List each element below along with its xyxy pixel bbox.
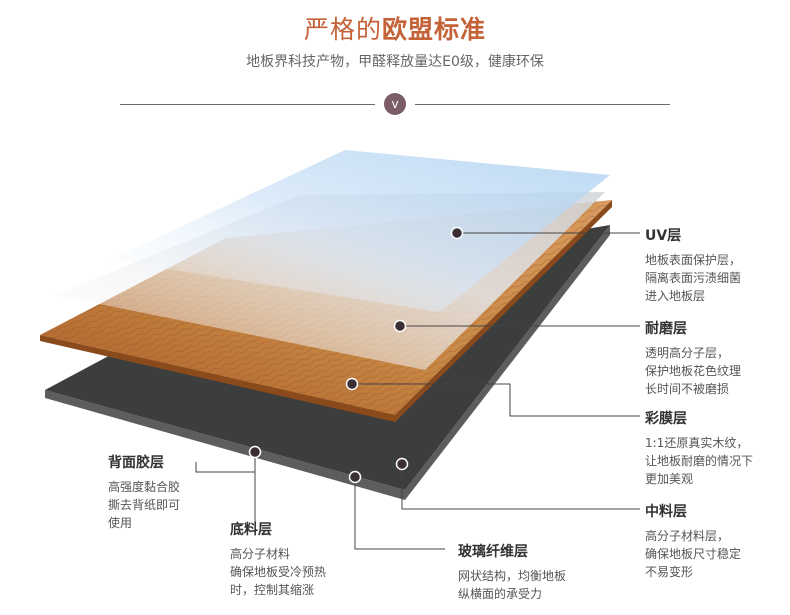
uv-layer: [110, 150, 610, 312]
layer-desc-line: 不易变形: [645, 565, 694, 579]
marker-base: [248, 445, 262, 459]
layer-title: 中料层: [645, 504, 687, 520]
layer-desc-line: 高分子材料层，: [645, 529, 730, 543]
layer-desc-line: 隔离表面污渍细菌: [645, 271, 742, 285]
core-layer-side: [45, 225, 610, 500]
layer-desc-line: 高强度黏合胶: [108, 480, 181, 494]
layer-label-core: 中料层 高分子材料层， 确保地板尺寸稳定 不易变形: [645, 501, 741, 581]
layer-desc-line: 撕去背纸即可: [108, 498, 181, 512]
leader-film: [352, 383, 640, 417]
layer-desc-line: 网状结构，均衡地板: [458, 569, 567, 583]
layer-desc-line: 让地板耐磨的情况下: [645, 454, 754, 468]
layer-desc-line: 高分子材料: [230, 547, 291, 561]
marker-wear: [393, 319, 407, 333]
layer-label-film: 彩膜层 1:1还原真实木纹， 让地板耐磨的情况下 更加美观: [645, 408, 753, 488]
leader-lines: [195, 232, 640, 550]
layer-desc-line: 透明高分子层，: [645, 346, 730, 360]
divider-right: [415, 104, 670, 105]
layer-desc-line: 使用: [108, 516, 133, 530]
layer-desc-line: 更加美观: [645, 472, 694, 486]
divider-left: [120, 104, 375, 105]
layer-title: 底料层: [230, 522, 272, 538]
layer-desc-line: 确保地板尺寸稳定: [645, 547, 742, 561]
layer-label-backing: 背面胶层 高强度黏合胶 撕去背纸即可 使用: [108, 452, 180, 532]
layer-title: 彩膜层: [645, 411, 687, 427]
leader-backing: [195, 452, 256, 473]
layer-title: 耐磨层: [645, 321, 687, 337]
marker-fiber: [348, 470, 362, 484]
leader-fiber: [354, 477, 445, 550]
layer-desc-line: 1:1还原真实木纹，: [645, 436, 749, 450]
layer-desc-line: 进入地板层: [645, 289, 706, 303]
page-title-prefix: 严格的: [303, 15, 382, 44]
marker-core: [395, 457, 409, 471]
page-title-emphasis: 欧盟标准: [382, 15, 487, 44]
layer-label-fiberglass: 玻璃纤维层 网状结构，均衡地板 纵横面的承受力: [458, 541, 566, 603]
layer-label-uv: UV层 地板表面保护层， 隔离表面污渍细菌 进入地板层: [645, 225, 741, 305]
marker-uv: [450, 226, 464, 240]
layer-title: 玻璃纤维层: [458, 544, 528, 560]
layer-title: UV层: [645, 228, 682, 244]
layer-desc-line: 保护地板花色纹理: [645, 364, 742, 378]
layer-label-base: 底料层 高分子材料 确保地板受冷预热 时，控制其缩涨: [230, 519, 326, 599]
page-title: 严格的欧盟标准: [0, 10, 790, 46]
layer-label-wear: 耐磨层 透明高分子层， 保护地板花色纹理 长时间不被磨损: [645, 318, 741, 398]
marker-film: [345, 377, 359, 391]
layer-title: 背面胶层: [108, 455, 164, 471]
layer-desc-line: 长时间不被磨损: [645, 382, 730, 396]
page-subtitle: 地板界科技产物，甲醛释放量达E0级，健康环保: [246, 54, 544, 70]
layer-desc-line: 地板表面保护层，: [645, 253, 742, 267]
chevron-down-icon: v: [384, 93, 406, 115]
layer-desc-line: 纵横面的承受力: [458, 587, 543, 601]
layer-desc-line: 确保地板受冷预热: [230, 565, 327, 579]
leader-core: [401, 464, 640, 510]
layer-desc-line: 时，控制其缩涨: [230, 583, 315, 597]
